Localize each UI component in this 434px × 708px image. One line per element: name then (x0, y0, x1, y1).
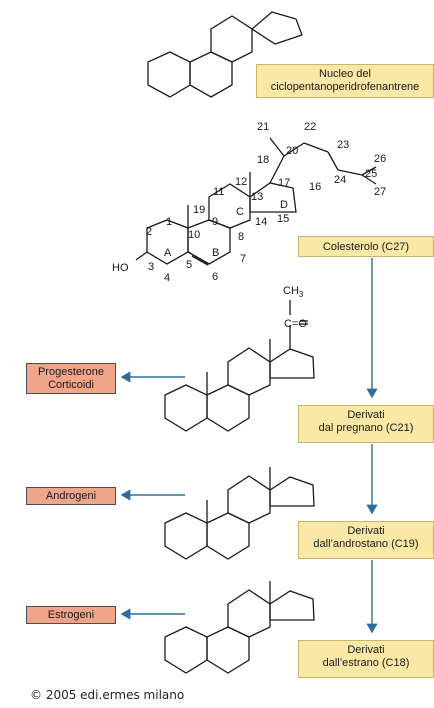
atom-number: 2 (146, 226, 152, 238)
ring-letter-c: C (236, 206, 244, 218)
estrane-label-line2: dall’estrano (C18) (322, 657, 410, 669)
corticoids-label: Corticoidi (48, 379, 94, 391)
androgens-label: Androgeni (45, 490, 97, 502)
atom-number: 16 (309, 181, 321, 193)
atom-number: 10 (188, 229, 200, 241)
atom-number: 14 (255, 216, 267, 228)
androstane-label-line1: Derivati (347, 525, 385, 537)
estrane-label-line1: Derivati (347, 644, 385, 656)
pregnane-structure (164, 300, 315, 432)
atom-number: 9 (212, 216, 218, 228)
androstane-box: Derivati dall’androstano (C19) (298, 521, 434, 559)
ring-letter-a: A (164, 247, 172, 259)
atom-number: 26 (374, 153, 386, 165)
atom-number: 12 (235, 176, 247, 188)
ring-letter-d: D (280, 199, 288, 211)
copyright-notice: © 2005 edi.ermes milano (30, 688, 185, 702)
atom-number: 18 (257, 154, 269, 166)
atom-number: 21 (257, 121, 269, 133)
atom-number: 25 (365, 168, 377, 180)
atom-number: 24 (334, 174, 346, 186)
hydroxyl-group: HO (112, 262, 129, 274)
nucleus-label-line1: Nucleo del (319, 68, 371, 80)
nucleus-label-line2: ciclopentanoperidrofenantrene (270, 81, 420, 93)
atom-number: 8 (238, 231, 244, 243)
steroid-nucleus-structure (147, 11, 303, 98)
atom-number: 20 (286, 145, 298, 157)
atom-number: 13 (251, 191, 263, 203)
atom-number: 15 (277, 213, 289, 225)
cholesterol-label: Colesterolo (C27) (322, 241, 410, 253)
atom-number: 22 (304, 121, 316, 133)
androstane-label-line2: dall’androstano (C19) (313, 538, 419, 550)
androstane-structure (164, 467, 315, 560)
atom-number: 1 (166, 216, 172, 228)
estrane-structure (164, 581, 315, 674)
atom-number: 5 (186, 259, 192, 271)
pregnane-label-line1: Derivati (347, 409, 385, 421)
atom-number: 7 (240, 253, 246, 265)
progesterone-label: Progesterone (37, 366, 105, 378)
atom-number: 19 (193, 204, 205, 216)
pregnane-box: Derivati dal pregnano (C21) (298, 405, 434, 443)
atom-number: 27 (374, 186, 386, 198)
cholesterol-structure (135, 137, 377, 266)
progesterone-box: Progesterone Corticoidi (26, 363, 116, 394)
ring-letter-b: B (212, 247, 219, 259)
atom-number: 23 (337, 139, 349, 151)
atom-number: 11 (213, 186, 224, 198)
estrogens-box: Estrogeni (26, 606, 116, 624)
nucleus-label-box: Nucleo del ciclopentanoperidrofenantrene (256, 64, 434, 98)
estrane-box: Derivati dall’estrano (C18) (298, 640, 434, 678)
androgens-box: Androgeni (26, 487, 116, 505)
atom-number: 4 (164, 272, 170, 284)
atom-number: 3 (148, 261, 154, 273)
flow-arrows (120, 258, 378, 634)
cholesterol-atom-numbers: 1 2 3 4 5 6 7 8 9 10 11 12 13 14 15 16 1… (146, 121, 386, 284)
cholesterol-ring-letters: A B C D (164, 199, 288, 259)
estrogens-label: Estrogeni (47, 609, 95, 621)
atom-number: 6 (212, 271, 218, 283)
cholesterol-box: Colesterolo (C27) (298, 236, 434, 257)
pregnane-carbonyl: C=O (284, 318, 307, 330)
atom-number: 17 (278, 177, 290, 189)
pregnane-label-line2: dal pregnano (C21) (318, 422, 414, 434)
pregnane-ch3: CH3 (283, 285, 304, 299)
